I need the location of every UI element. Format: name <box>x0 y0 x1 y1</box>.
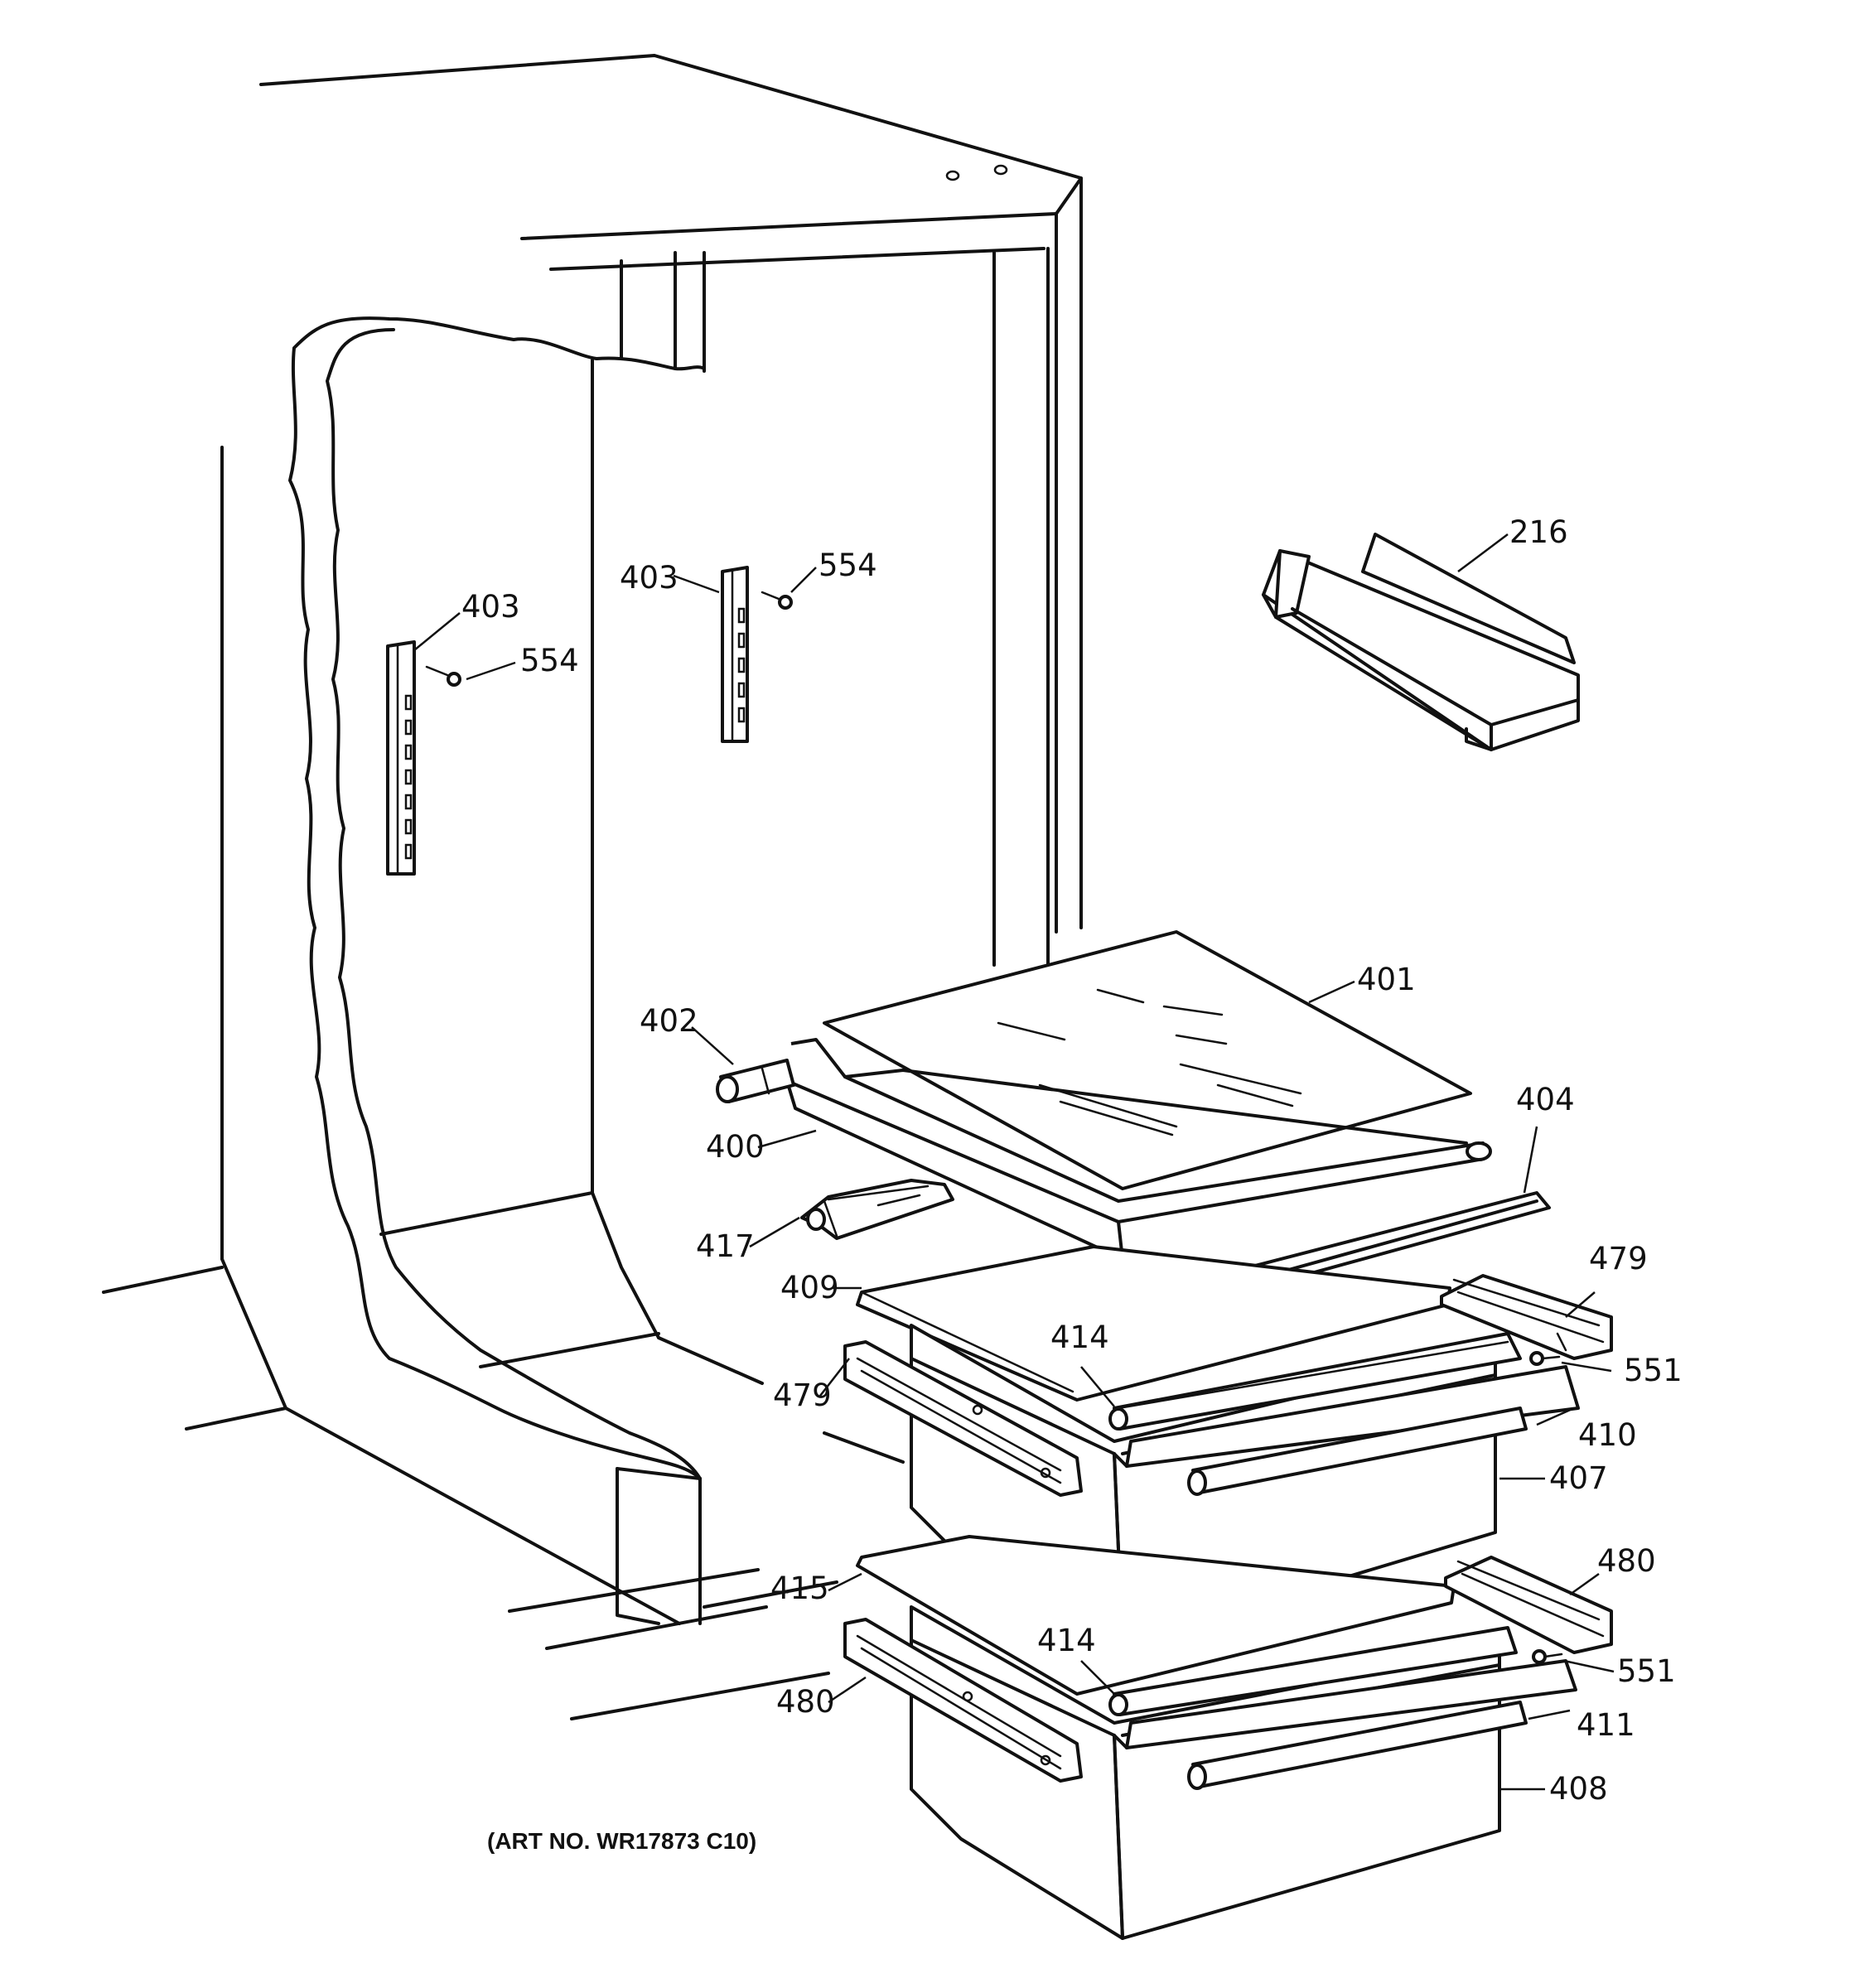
callout-labels: 216 403 554 403 554 401 402 400 404 417 … <box>461 514 1683 1807</box>
callout-216: 216 <box>1509 514 1568 550</box>
callout-410: 410 <box>1578 1417 1637 1453</box>
screw-554-left <box>425 665 461 687</box>
callout-403-center: 403 <box>620 560 678 596</box>
shelf-frame-400 <box>785 1038 1492 1277</box>
callout-554-left: 554 <box>520 643 579 678</box>
callout-404: 404 <box>1516 1082 1575 1117</box>
glass-415 <box>856 1535 1456 1696</box>
slide-480-right <box>1444 1556 1613 1654</box>
callout-417: 417 <box>696 1228 755 1264</box>
bracket-402 <box>716 1059 795 1103</box>
callout-480-right: 480 <box>1597 1543 1656 1579</box>
callout-414-upper: 414 <box>1050 1320 1109 1355</box>
art-number-caption: (ART NO. WR17873 C10) <box>487 1828 756 1854</box>
callout-401: 401 <box>1357 962 1416 997</box>
callout-554-center: 554 <box>819 548 877 583</box>
callout-408: 408 <box>1549 1771 1608 1807</box>
callout-402: 402 <box>640 1003 698 1039</box>
callout-415: 415 <box>770 1571 829 1606</box>
cabinet-cutaway <box>288 316 905 1720</box>
handle-414-upper <box>1108 1332 1522 1431</box>
screw-551-lower <box>1532 1649 1563 1664</box>
handle-414-lower <box>1108 1626 1518 1716</box>
callout-551-lower: 551 <box>1617 1653 1676 1689</box>
handle-411 <box>1187 1701 1528 1790</box>
shelf-support-403-left <box>386 640 416 876</box>
callout-551-upper: 551 <box>1624 1353 1683 1388</box>
bracket-417 <box>800 1179 954 1240</box>
bin-216 <box>1262 533 1580 751</box>
callout-414-lower: 414 <box>1037 1623 1096 1658</box>
screw-554-center <box>761 591 793 610</box>
callout-479-right: 479 <box>1589 1241 1648 1276</box>
shelf-support-403-center <box>721 566 749 743</box>
screw-551-upper <box>1529 1351 1561 1366</box>
callout-480-left: 480 <box>776 1684 835 1720</box>
slide-479-left <box>843 1340 1083 1497</box>
cabinet-shell <box>102 54 1083 1625</box>
callout-479-left: 479 <box>773 1378 832 1413</box>
callout-407: 407 <box>1549 1460 1608 1496</box>
callout-403-left: 403 <box>461 589 520 625</box>
callout-400: 400 <box>706 1129 765 1165</box>
slide-479-right <box>1440 1274 1613 1360</box>
leader-lines <box>413 533 1615 1791</box>
callout-411: 411 <box>1577 1707 1635 1743</box>
callout-409: 409 <box>780 1270 839 1305</box>
slide-480-left <box>843 1618 1083 1783</box>
handle-410 <box>1187 1407 1528 1496</box>
